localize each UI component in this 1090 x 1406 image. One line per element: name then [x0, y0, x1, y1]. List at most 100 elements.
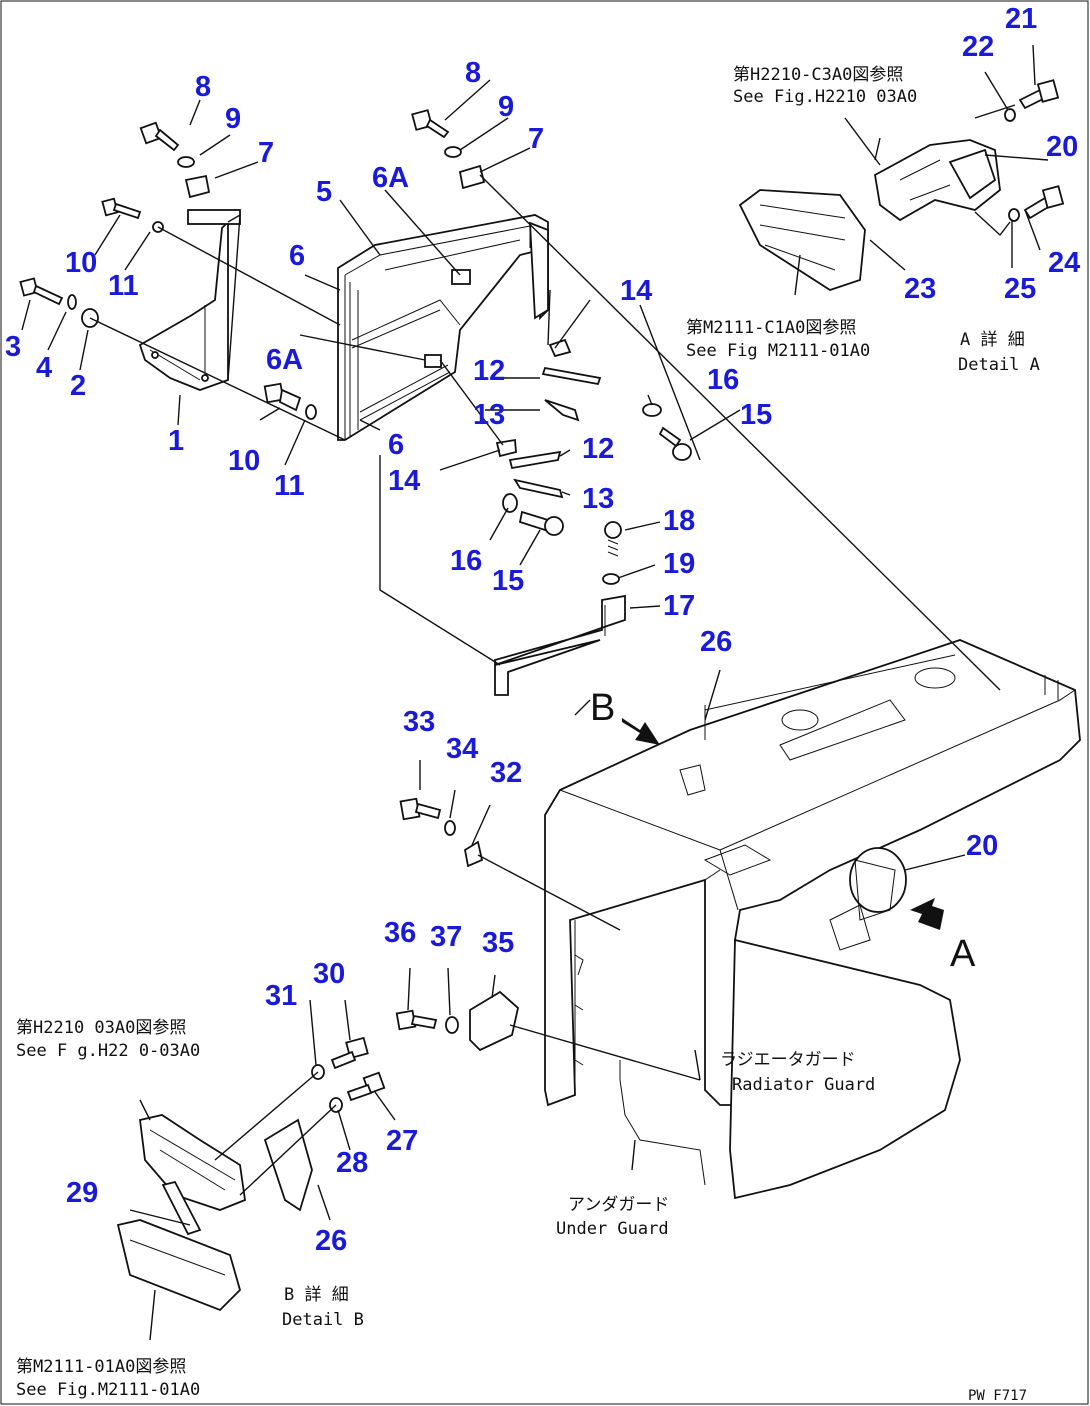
callout-4: 4 [36, 352, 52, 384]
callout-25: 25 [1004, 273, 1036, 305]
bolt-part-3 [19, 277, 64, 306]
note-ref-bottom-jp: 第M2111-01A0図参照 [16, 1357, 186, 1377]
note-under-guard-en: Under Guard [556, 1219, 669, 1239]
note-ref-left-jp: 第H2210 03A0図参照 [16, 1018, 186, 1038]
washer-part-22 [1004, 108, 1016, 122]
washer-part-34 [444, 820, 456, 836]
note-detail-a-jp: A 詳 細 [960, 330, 1025, 350]
washer-part-37 [445, 1016, 459, 1034]
callout-10-lower: 10 [228, 445, 260, 477]
bracket-part-1 [138, 209, 241, 391]
clip-part-7-center [458, 164, 486, 190]
view-arrow-a [910, 898, 944, 930]
callout-17: 17 [663, 590, 695, 622]
note-ref-mid-jp: 第M2111-C1A0図参照 [686, 318, 856, 338]
bolt-part-15-lower [518, 510, 564, 536]
spring-part-13-lower [513, 478, 564, 499]
spring-part-13-upper [544, 399, 580, 422]
callout-10-left: 10 [65, 247, 97, 279]
callout-31: 31 [265, 980, 297, 1012]
cover-part-35 [469, 990, 519, 1052]
callout-29: 29 [66, 1177, 98, 1209]
washer-part-19 [602, 573, 620, 585]
view-label-a: A [950, 933, 976, 975]
washer-part-16-upper [642, 403, 662, 417]
callout-14-upper: 14 [620, 275, 652, 307]
plate-part-32 [464, 840, 484, 868]
bolt-part-10-left [101, 197, 142, 220]
callout-32: 32 [490, 757, 522, 789]
callout-9-left: 9 [225, 103, 241, 135]
callout-12-lower: 12 [582, 433, 614, 465]
plate-part-17 [494, 594, 626, 696]
note-ref-bottom-en: See Fig.M2111-01A0 [16, 1380, 200, 1400]
callout-13-lower: 13 [582, 483, 614, 515]
reference-notes: 第H2210-C3A0図参照 See Fig.H2210 03A0 第M2111… [16, 65, 1040, 1404]
washer-part-9-left [177, 156, 195, 168]
view-label-b: B [590, 687, 615, 729]
callout-6-upper: 6 [289, 240, 305, 272]
latch-part-6A-upper [451, 269, 471, 285]
callout-7-left: 7 [258, 137, 274, 169]
callout-19: 19 [663, 548, 695, 580]
callout-24: 24 [1048, 247, 1080, 279]
callout-16-lower: 16 [450, 545, 482, 577]
callout-35: 35 [482, 927, 514, 959]
callout-21: 21 [1005, 3, 1037, 35]
callout-18: 18 [663, 505, 695, 537]
note-detail-a-en: Detail A [958, 355, 1040, 375]
bolt-part-30 [330, 1036, 369, 1070]
bolt-part-27 [346, 1071, 386, 1102]
washer-part-11-lower [305, 404, 317, 420]
callout-34: 34 [446, 733, 478, 765]
pin-part-14-upper [548, 338, 572, 358]
callout-26-detail: 26 [315, 1225, 347, 1257]
washer-part-16-lower [502, 493, 518, 513]
callout-30: 30 [313, 958, 345, 990]
callout-36: 36 [384, 917, 416, 949]
cap-part-18 [604, 521, 622, 557]
note-ref-top-jp: 第H2210-C3A0図参照 [733, 65, 903, 85]
door-frame-part-5 [337, 214, 549, 441]
callout-15-upper: 15 [740, 399, 772, 431]
callout-2: 2 [70, 370, 86, 402]
callout-6A-upper: 6A [372, 162, 409, 194]
washer-part-4 [67, 294, 77, 310]
note-detail-b-jp: B 詳 細 [284, 1285, 349, 1305]
washer-part-9-center [444, 146, 462, 158]
callout-6-lower: 6 [388, 429, 404, 461]
callout-3: 3 [5, 331, 21, 363]
callout-11-lower: 11 [274, 470, 305, 502]
under-guard [619, 938, 961, 1200]
callout-14-lower: 14 [388, 465, 420, 497]
note-radiator-guard-jp: ラジエータガード [720, 1050, 856, 1070]
bracket-part-26-detail [263, 1118, 313, 1212]
note-ref-mid-en: See Fig M2111-01A0 [686, 341, 870, 361]
pin-part-14-lower [495, 438, 517, 458]
callout-1: 1 [168, 425, 184, 457]
washer-part-25 [1008, 208, 1020, 222]
radiator-guard-part-26 [544, 639, 1081, 1107]
callout-16-upper: 16 [707, 364, 739, 396]
note-radiator-guard-en: Radiator Guard [732, 1075, 875, 1095]
callout-7-center: 7 [528, 123, 544, 155]
callout-6A-lower: 6A [266, 344, 303, 376]
callout-20-main: 20 [966, 830, 998, 862]
handle-part-12-upper [541, 366, 602, 386]
drawing-code: PW F717 [968, 1388, 1027, 1404]
bolt-part-36 [395, 1009, 438, 1031]
callout-37: 37 [430, 921, 462, 953]
bolt-part-15-upper [658, 426, 692, 461]
callout-5: 5 [316, 176, 332, 208]
callout-33: 33 [403, 706, 435, 738]
callout-12-upper: 12 [473, 355, 505, 387]
bolt-part-33 [399, 797, 442, 821]
note-ref-top-en: See Fig.H2210 03A0 [733, 87, 917, 107]
note-detail-b-en: Detail B [282, 1310, 364, 1330]
leader-lines [21, 44, 1049, 1341]
callout-labels: 8 9 7 10 11 3 4 2 1 8 9 7 5 6A 6 6A 6 10… [5, 3, 1080, 1257]
callout-9-center: 9 [498, 91, 514, 123]
callout-11-left: 11 [108, 270, 139, 302]
